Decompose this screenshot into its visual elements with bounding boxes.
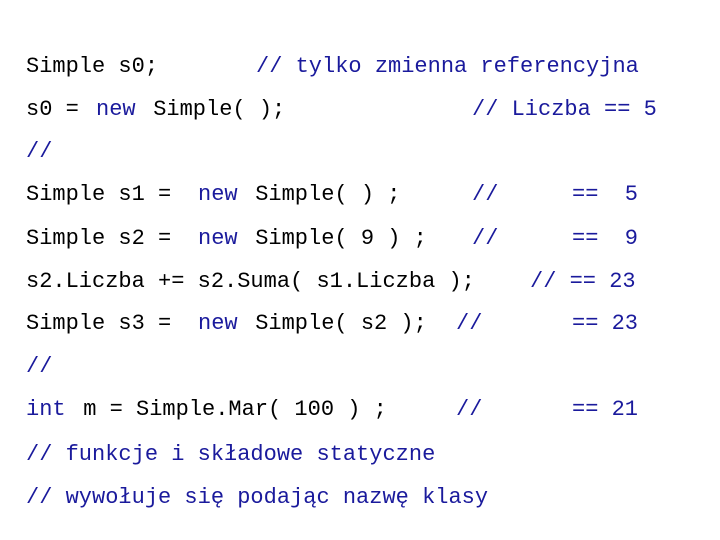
code-fragment: Simple s0; xyxy=(26,54,159,79)
code-fragment: // == 23 xyxy=(530,269,636,294)
code-fragment: // wywołuje się podając nazwę klasy xyxy=(26,485,489,510)
code-fragment: // tylko zmienna referencyjna xyxy=(256,54,639,79)
code-fragment: == 9 xyxy=(572,226,639,251)
code-fragment: == 21 xyxy=(572,397,639,422)
code-fragment: Simple s2 = xyxy=(26,226,185,251)
code-fragment: m = Simple.Mar( 100 ) ; xyxy=(70,397,387,422)
code-fragment: new xyxy=(96,97,136,122)
code-fragment: == 23 xyxy=(572,311,639,336)
code-fragment: Simple( ); xyxy=(140,97,286,122)
code-fragment: new xyxy=(198,311,238,336)
code-fragment: // funkcje i składowe statyczne xyxy=(26,442,436,467)
code-fragment: s2.Liczba += s2.Suma( s1.Liczba ); xyxy=(26,269,475,294)
code-fragment: Simple( 9 ) ; xyxy=(242,226,427,251)
code-fragment: // xyxy=(456,397,483,422)
code-fragment: new xyxy=(198,226,238,251)
code-fragment: Simple( ) ; xyxy=(242,182,401,207)
code-fragment: Simple s1 = xyxy=(26,182,185,207)
code-fragment: // xyxy=(472,226,499,251)
code-fragment: new xyxy=(198,182,238,207)
code-fragment: // xyxy=(472,182,499,207)
code-fragment: Simple s3 = xyxy=(26,311,185,336)
code-fragment: int xyxy=(26,397,66,422)
code-fragment: // xyxy=(456,311,483,336)
code-fragment: s0 = xyxy=(26,97,93,122)
code-fragment: // xyxy=(26,139,53,164)
code-fragment: // xyxy=(26,354,53,379)
code-fragment: // Liczba == 5 xyxy=(472,97,657,122)
code-fragment: == 5 xyxy=(572,182,639,207)
code-fragment: Simple( s2 ); xyxy=(242,311,427,336)
